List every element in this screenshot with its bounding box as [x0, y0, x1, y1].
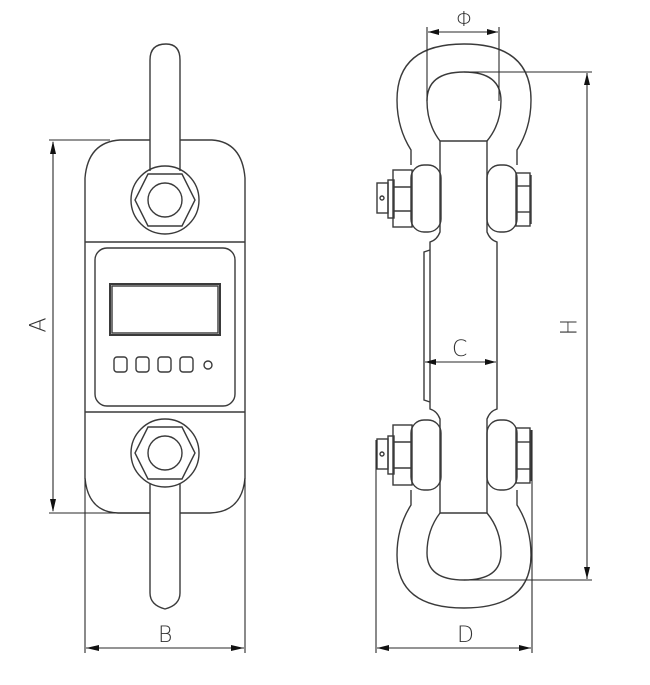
bottom-left-pin-boss: [410, 419, 442, 491]
dimension-c: [425, 359, 496, 365]
button-1: [113, 356, 128, 373]
dimension-label-d: D: [457, 623, 474, 648]
top-hex-nut: [130, 165, 200, 235]
display-panel: [94, 247, 236, 407]
top-shackle-inner: [426, 71, 502, 142]
lcd-screen: [109, 283, 221, 336]
bottom-left-nut: [376, 424, 413, 486]
dimension-label-h: H: [557, 318, 583, 336]
dimension-label-b: B: [158, 623, 173, 648]
dimension-label-a: A: [26, 317, 52, 333]
bottom-eye-arm: [149, 484, 181, 610]
bottom-right-nut: [515, 427, 532, 484]
top-right-pin-boss: [486, 164, 518, 233]
indicator-led: [203, 360, 213, 370]
dimension-a: [49, 139, 150, 514]
top-right-nut: [515, 172, 532, 227]
bottom-hex-nut: [130, 418, 200, 488]
dimension-phi: [426, 27, 500, 101]
dimension-label-phi: Φ: [456, 7, 474, 31]
button-3: [157, 356, 172, 373]
top-left-nut: [376, 169, 413, 228]
top-eye-arm: [149, 43, 181, 171]
front-view: [84, 43, 246, 610]
bottom-right-pin-boss: [486, 419, 518, 491]
bottom-shackle-bow: [396, 490, 532, 609]
bottom-shackle-inner: [426, 512, 502, 581]
dimension-d: [375, 430, 533, 653]
button-4: [179, 356, 194, 373]
dimension-h: [464, 71, 592, 581]
dimension-b: [84, 478, 246, 653]
top-shackle-bow: [396, 43, 532, 165]
button-2: [135, 356, 150, 373]
side-view: [376, 43, 532, 609]
top-left-pin-boss: [410, 164, 442, 233]
device-body: [84, 139, 246, 514]
dimension-label-c: C: [452, 337, 468, 362]
side-body-face: [423, 249, 431, 403]
